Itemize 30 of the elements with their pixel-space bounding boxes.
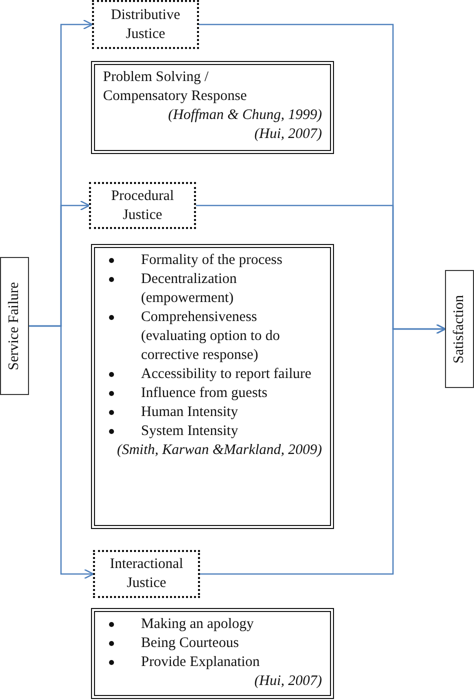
detail-box	[91, 244, 334, 529]
bullet-item: Making an apology	[103, 615, 322, 634]
arrow	[200, 324, 446, 575]
citation: (Hui, 2007)	[253, 125, 322, 144]
end-box	[445, 270, 474, 388]
bullet-item: Formality of the process	[103, 251, 322, 270]
bullet-item: Comprehensiveness (evaluating option to do corrective response)	[103, 308, 322, 365]
bullet-item: Accessibility to report failure	[103, 365, 322, 384]
detail-box	[91, 61, 334, 154]
citation: (Smith, Karwan &Markland, 2009)	[116, 441, 322, 460]
box-label: Procedural Justice	[110, 186, 175, 224]
citation: (Hui, 2007)	[253, 672, 322, 691]
box-label: Distributive Justice	[110, 6, 182, 44]
start-box	[0, 257, 29, 395]
detail-box	[91, 608, 334, 699]
arrow	[29, 325, 94, 580]
bullet-item: Decentralization (empowerment)	[103, 270, 322, 308]
box-label: Service Failure	[6, 282, 23, 370]
bullet-item: System Intensity	[103, 422, 322, 441]
bullet-item: Being Courteous	[103, 634, 322, 653]
bullet-item: Provide Explanation	[103, 653, 322, 672]
bullet-item: Influence from guests	[103, 384, 322, 403]
box-label: Satisfaction	[451, 294, 468, 364]
justice-box	[89, 182, 196, 229]
citation: (Hoffman & Chung, 1999)	[167, 106, 322, 125]
box-label: Interactional Justice	[108, 555, 184, 593]
box-label: Problem Solving / Compensatory Response	[103, 68, 248, 106]
bullet-item: Human Intensity	[103, 403, 322, 422]
justice-box	[92, 0, 199, 49]
justice-box	[93, 550, 200, 598]
